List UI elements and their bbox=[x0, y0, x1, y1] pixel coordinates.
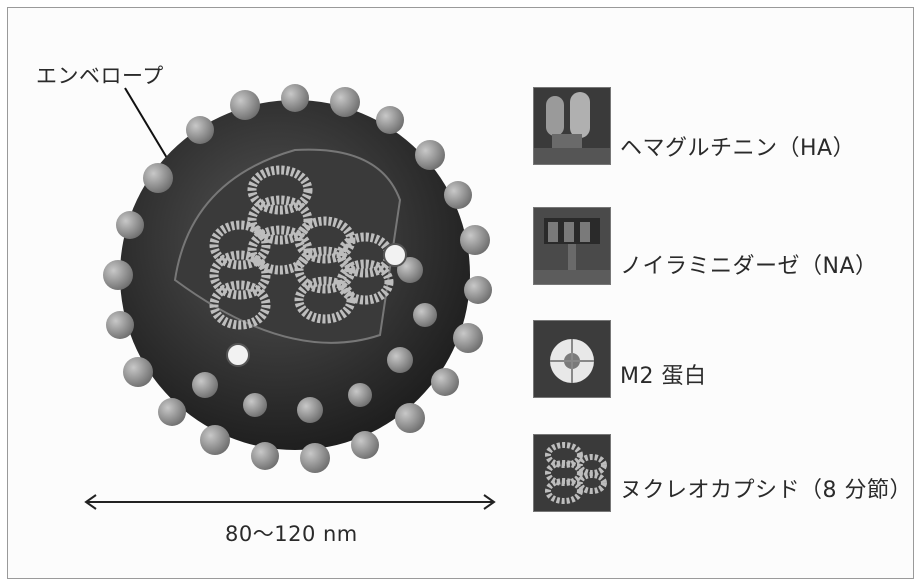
size-label: 80〜120 nm bbox=[225, 518, 358, 548]
neuraminidase-icon bbox=[533, 207, 611, 285]
nucleocapsid-label: ヌクレオカプシド（8 分節） bbox=[620, 472, 912, 504]
m2-protein-label: M2 蛋白 bbox=[620, 358, 706, 390]
m2-marker bbox=[227, 344, 249, 366]
influenza-virus-particle-illustration bbox=[80, 70, 510, 480]
nucleocapsid-icon bbox=[533, 434, 611, 512]
size-dimension-arrow bbox=[80, 492, 500, 512]
m2-protein-icon bbox=[533, 320, 611, 398]
hemagglutinin-label: ヘマグルチニン（HA） bbox=[620, 130, 855, 162]
hemagglutinin-icon bbox=[533, 87, 611, 165]
m2-marker bbox=[384, 244, 406, 266]
neuraminidase-label: ノイラミニダーゼ（NA） bbox=[620, 248, 878, 280]
